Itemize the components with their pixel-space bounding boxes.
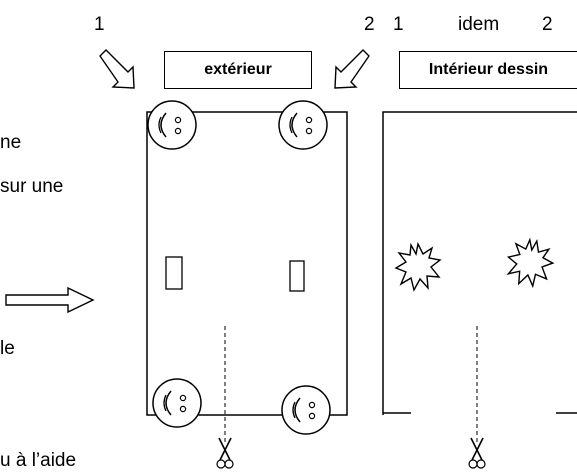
interior-label-box: Intérieur dessin — [399, 51, 577, 89]
starburst-icon — [500, 233, 559, 293]
exterior-card-outline — [146, 111, 348, 416]
exterior-label-box: extérieur — [164, 51, 312, 89]
smiley-face-icon — [152, 378, 202, 428]
interior-card-outline — [382, 111, 577, 415]
starburst-icon — [395, 243, 441, 291]
side-text-line-3: le — [0, 338, 15, 359]
scissors-icon — [216, 437, 234, 469]
hollow-arrow-icon — [334, 49, 370, 89]
hollow-arrow-icon — [5, 286, 95, 314]
small-rectangle-icon — [165, 256, 183, 290]
left-number-1: 1 — [94, 14, 105, 35]
small-rectangle-icon — [289, 260, 305, 292]
scissors-icon — [468, 437, 486, 469]
smiley-face-icon — [278, 100, 328, 150]
side-text-line-2: sur une — [0, 176, 64, 197]
right-idem-label: idem — [458, 14, 500, 35]
side-text-line-1: ne — [0, 132, 22, 153]
right-number-1: 1 — [393, 14, 404, 35]
right-number-2: 2 — [542, 14, 553, 35]
smiley-face-icon — [281, 385, 331, 435]
left-number-2: 2 — [364, 14, 375, 35]
hollow-arrow-icon — [99, 49, 135, 89]
side-text-line-4: u à l’aide — [0, 450, 77, 471]
smiley-face-icon — [147, 100, 197, 150]
